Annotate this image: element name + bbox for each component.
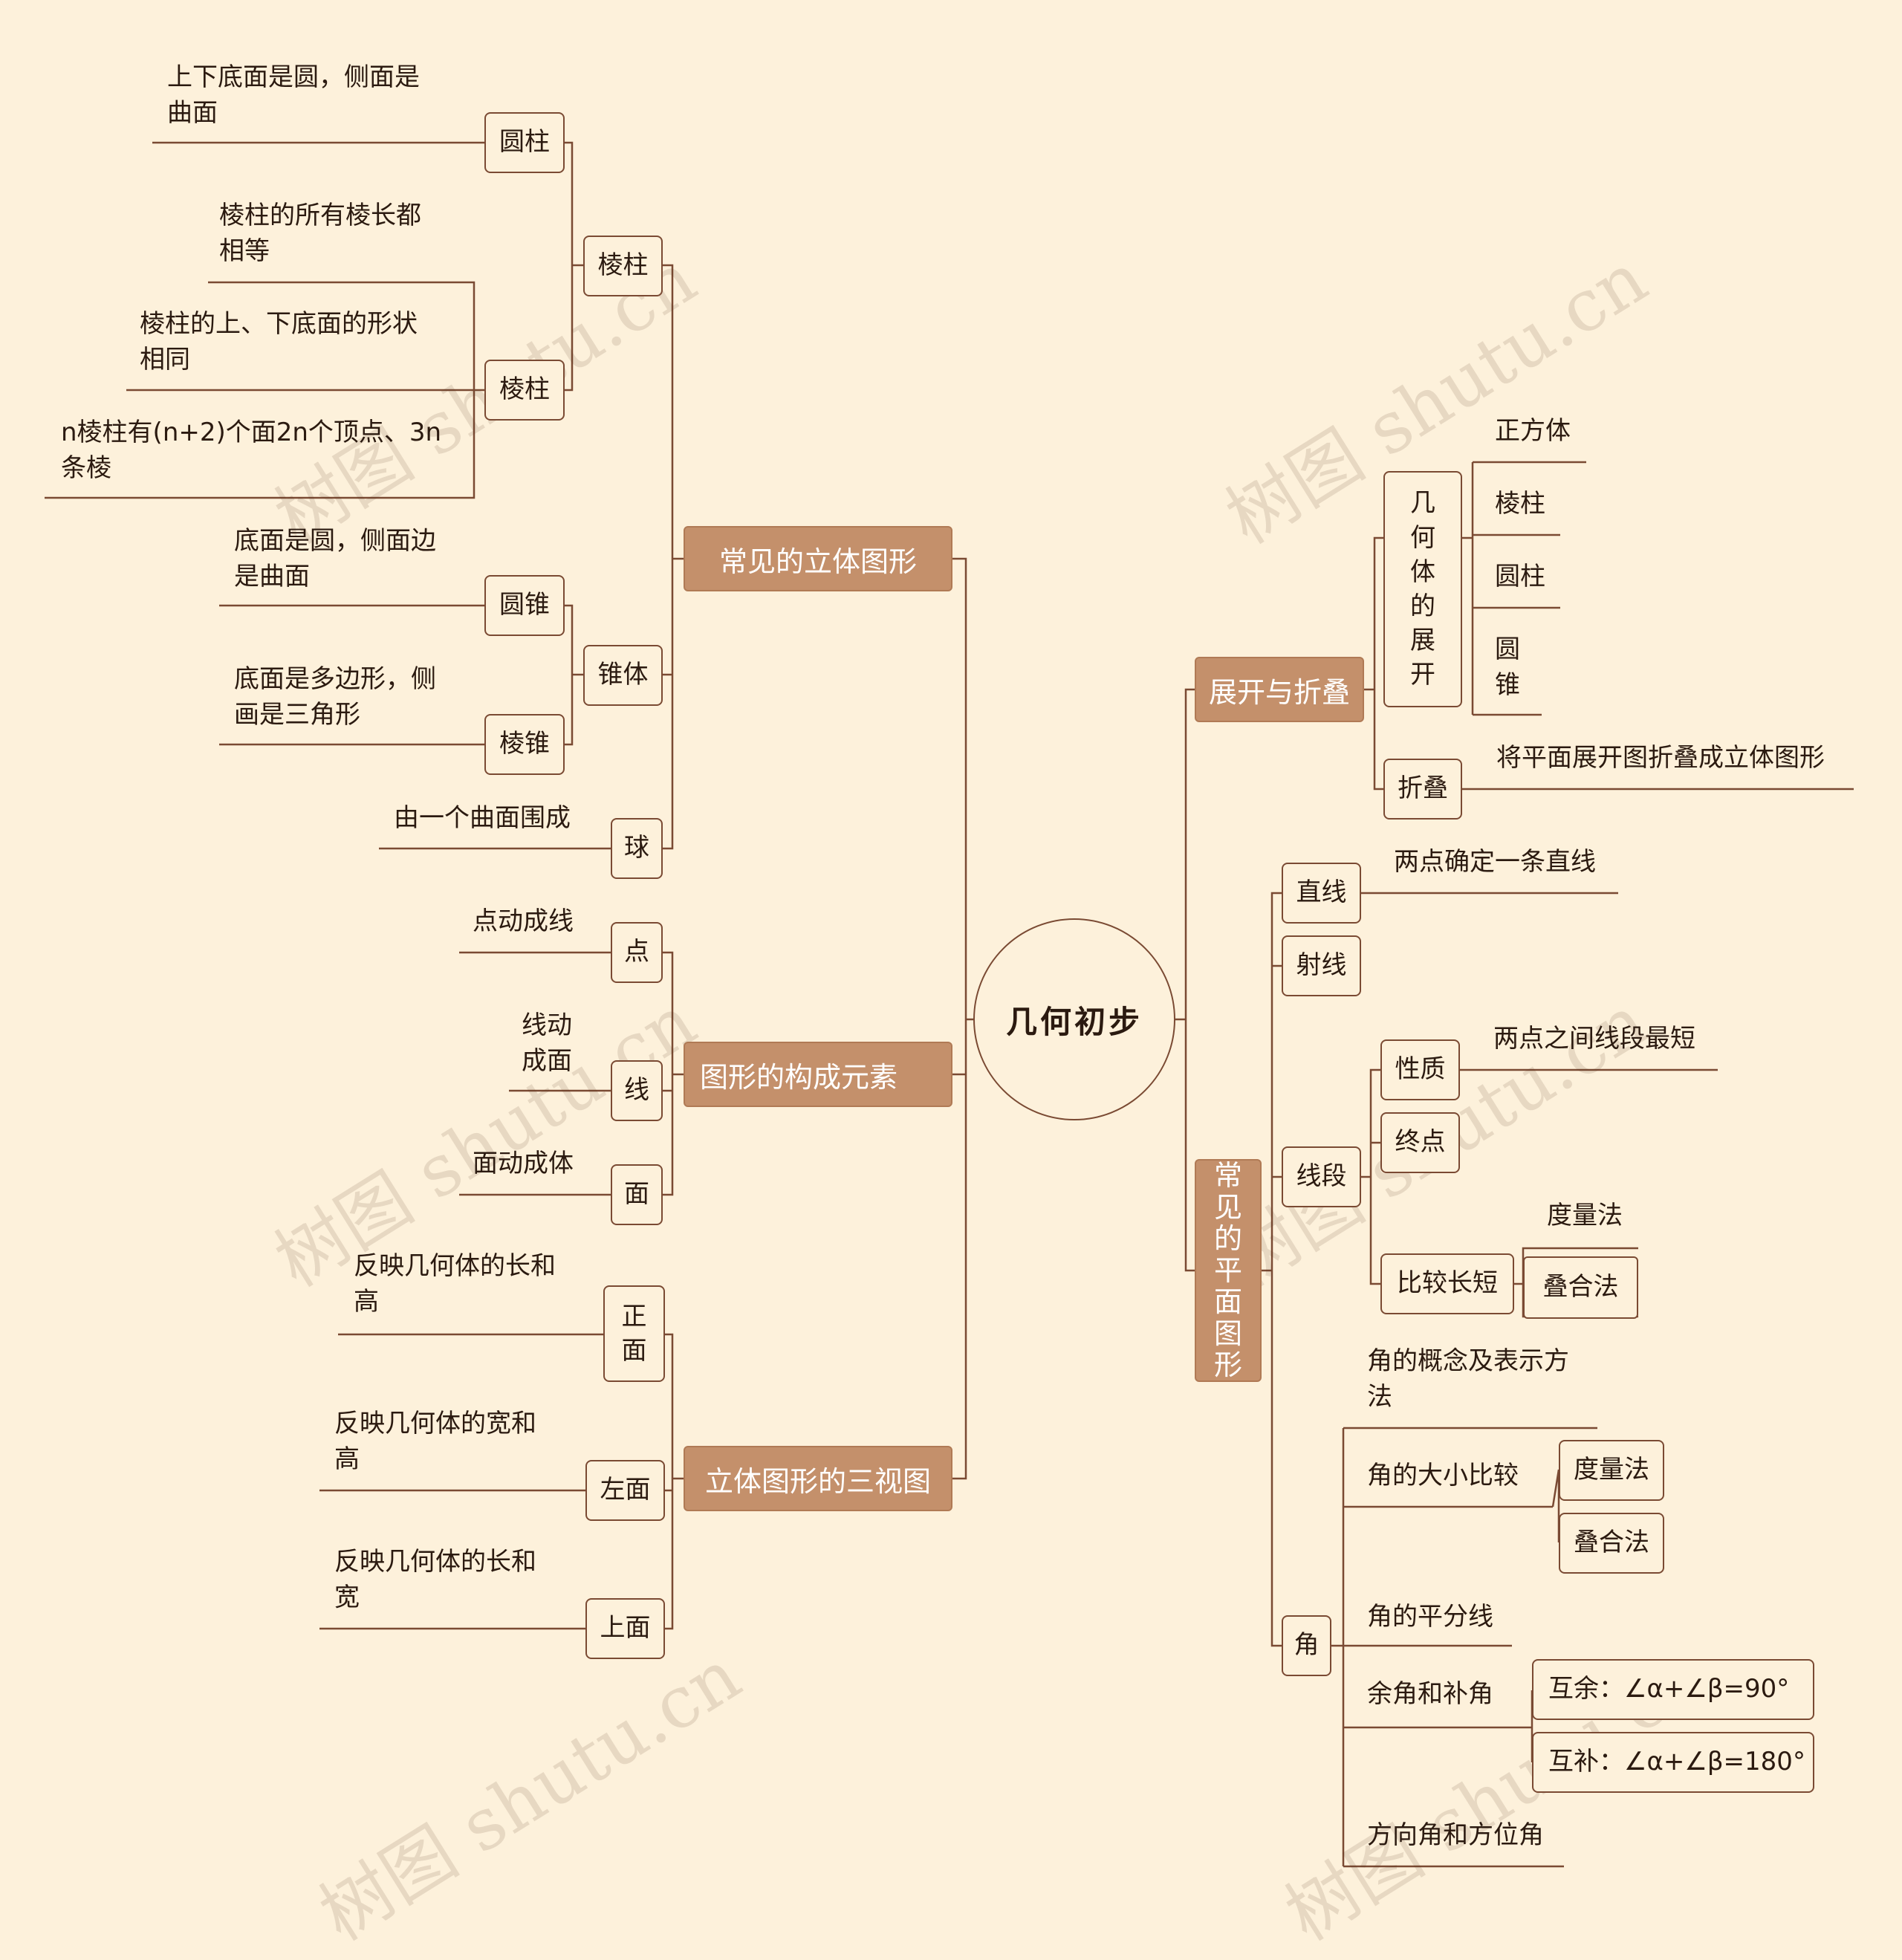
label-direction: 方向角和方位角 [1367, 1820, 1544, 1850]
label-straight-line-desc: 两点确定一条直线 [1394, 847, 1596, 877]
label-fold-desc: 将平面展开图折叠成立体图形 [1496, 743, 1825, 773]
label-prism: 棱柱 [1495, 489, 1545, 519]
node-prism[interactable]: 棱柱 [583, 236, 663, 296]
node-top-view[interactable]: 上面 [585, 1598, 665, 1659]
node-angle-overlap[interactable]: 叠合法 [1559, 1513, 1664, 1574]
label-sphere-desc: 由一个曲面围成 [394, 803, 571, 833]
node-prism-inner[interactable]: 棱柱 [484, 360, 565, 421]
label-top-desc: 反映几何体的长和 宽 [334, 1547, 536, 1612]
label-angle-size: 角的大小比较 [1367, 1461, 1519, 1490]
node-ray[interactable]: 射线 [1282, 935, 1361, 996]
label-line-desc: 线动 成面 [522, 1010, 572, 1076]
plane-figures-label: 常见的平面图形 [1214, 1159, 1243, 1382]
node-sphere[interactable]: 球 [611, 818, 663, 879]
node-plane-figures[interactable]: 常见的平面图形 [1195, 1159, 1262, 1382]
node-supplement[interactable]: 互补：∠α+∠β=180° [1532, 1732, 1814, 1793]
node-face[interactable]: 面 [611, 1164, 663, 1225]
label-cylinder: 圆柱 [1495, 562, 1545, 591]
root-node[interactable]: 几何初步 [973, 918, 1175, 1120]
node-line[interactable]: 线 [611, 1060, 663, 1121]
node-unfold-fold[interactable]: 展开与折叠 [1195, 657, 1364, 722]
label-face-desc: 面动成体 [473, 1149, 574, 1178]
node-segment[interactable]: 线段 [1282, 1146, 1361, 1207]
label-prism-desc-2: 棱柱的上、下底面的形状 相同 [140, 309, 418, 374]
node-solid-shapes[interactable]: 常见的立体图形 [684, 526, 952, 591]
label-cylinder-desc: 上下底面是圆，侧面是 曲面 [167, 62, 420, 128]
node-elements[interactable]: 图形的构成元素 [684, 1042, 952, 1107]
node-expand[interactable]: 几何体的展开 [1383, 471, 1462, 707]
connector-lines [45, 141, 1854, 1868]
label-left-desc: 反映几何体的宽和 高 [334, 1409, 536, 1474]
label-measure: 度量法 [1547, 1201, 1623, 1230]
label-prism-desc-3: n棱柱有(n+2)个面2n个顶点、3n 条棱 [61, 418, 442, 483]
node-angle[interactable]: 角 [1282, 1615, 1331, 1676]
node-angle-measure[interactable]: 度量法 [1559, 1440, 1664, 1501]
label-angle-concept: 角的概念及表示方 法 [1367, 1346, 1569, 1412]
label-cone: 圆 锥 [1495, 635, 1520, 700]
node-overlap[interactable]: 叠合法 [1523, 1256, 1638, 1319]
label-pyramid-desc: 底面是多边形，侧 画是三角形 [234, 664, 436, 730]
label-property-desc: 两点之间线段最短 [1493, 1024, 1695, 1054]
label-bisector: 角的平分线 [1367, 1602, 1493, 1632]
node-compare[interactable]: 比较长短 [1380, 1253, 1514, 1314]
label-point-desc: 点动成线 [473, 906, 574, 936]
node-pyramid[interactable]: 棱锥 [484, 714, 565, 775]
node-property[interactable]: 性质 [1380, 1039, 1460, 1100]
node-complement[interactable]: 互余：∠α+∠β=90° [1532, 1659, 1814, 1720]
node-three-views[interactable]: 立体图形的三视图 [684, 1446, 952, 1511]
node-cone[interactable]: 圆锥 [484, 575, 565, 636]
node-point[interactable]: 点 [611, 922, 663, 983]
label-prism-desc-1: 棱柱的所有棱长都 相等 [219, 201, 421, 266]
label-cube: 正方体 [1495, 416, 1571, 446]
node-cone-group[interactable]: 锥体 [583, 645, 663, 706]
node-midpoint[interactable]: 终点 [1380, 1112, 1460, 1173]
node-straight-line[interactable]: 直线 [1282, 863, 1361, 924]
label-front-desc: 反映几何体的长和 高 [354, 1251, 556, 1317]
node-left-view[interactable]: 左面 [585, 1460, 665, 1521]
label-cone-desc: 底面是圆，侧面边 是曲面 [234, 526, 436, 591]
node-fold[interactable]: 折叠 [1383, 759, 1462, 820]
node-cylinder[interactable]: 圆柱 [484, 112, 565, 173]
front-view-label: 正面 [621, 1301, 647, 1366]
label-comp-supp: 余角和补角 [1367, 1679, 1493, 1709]
node-front-view[interactable]: 正面 [603, 1285, 665, 1382]
expand-label: 几何体的展开 [1410, 488, 1435, 690]
